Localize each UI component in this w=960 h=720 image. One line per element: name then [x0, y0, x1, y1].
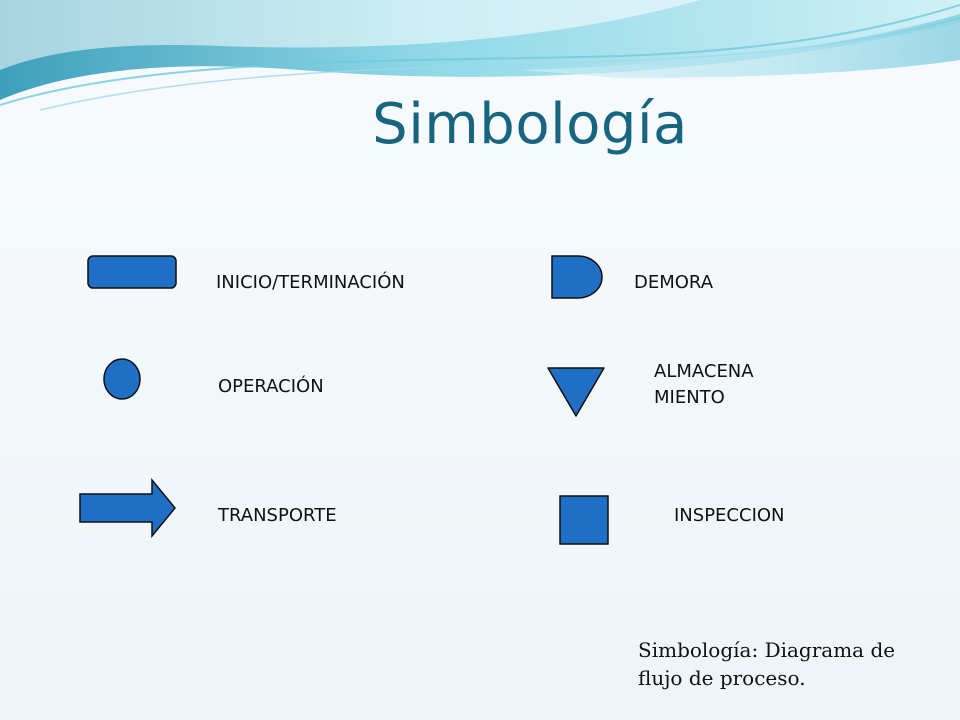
- terminator-label: INICIO/TERMINACIÓN: [216, 272, 405, 293]
- slide-title: Simbología: [372, 92, 688, 157]
- operation-label: OPERACIÓN: [218, 376, 324, 397]
- slide-caption: Simbología: Diagrama de flujo de proceso…: [638, 638, 896, 690]
- header-swoosh-decoration: [0, 0, 960, 111]
- storage-label-line-1: ALMACENA: [654, 361, 754, 382]
- delay-label: DEMORA: [634, 272, 714, 293]
- inspection-label: INSPECCION: [674, 505, 785, 526]
- operation-symbol: [103, 358, 141, 400]
- storage-symbol: [547, 367, 605, 417]
- inspection-symbol: [559, 495, 609, 545]
- storage-label-line-2: MIENTO: [654, 387, 725, 408]
- delay-symbol: [551, 255, 603, 299]
- terminator-symbol: [87, 255, 177, 289]
- transport-label: TRANSPORTE: [218, 505, 337, 526]
- transport-arrow-symbol: [79, 478, 176, 539]
